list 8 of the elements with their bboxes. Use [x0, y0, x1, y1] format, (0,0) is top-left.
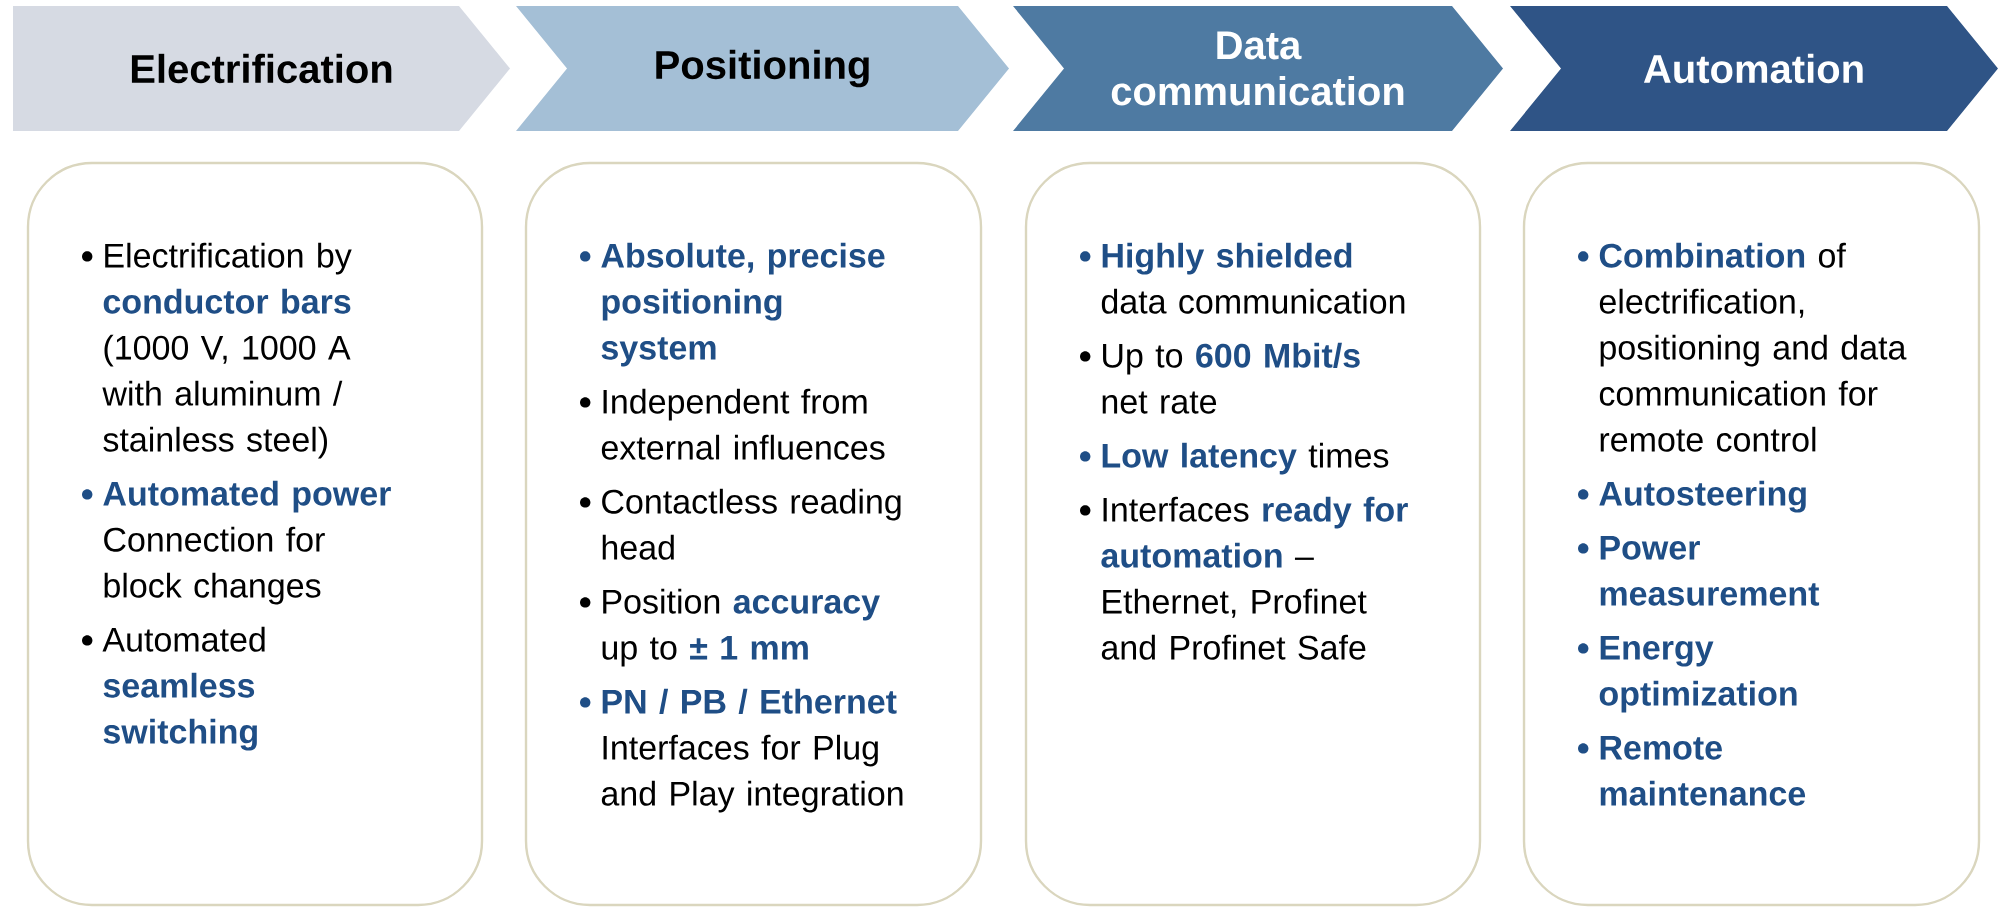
- chevron-step: Automation: [1510, 6, 1998, 131]
- chevron-step: Positioning: [516, 6, 1009, 131]
- chevron-step: Electrification: [13, 6, 510, 131]
- text-card: Highly shielded data communication Up to 600 Mbit/s net rate Low latency times Interfaces ready for automation – Ethernet, Profinet and Profinet Safe: [1024, 161, 1482, 907]
- chevron-step: Data communication: [1013, 6, 1503, 131]
- text-card: Absolute, precise positioning system Independent from external influences Contactless reading head Position accuracy up to ± 1 mm PN / PB / Ethernet Interfaces for Plug and Play integration: [524, 161, 983, 907]
- text-card: Combination of electrification, positioning and data communication for remote control Autosteering Power measurement Energy optimization Remote maintenance: [1522, 161, 1981, 907]
- text-card: Electrification by conductor bars (1000 V, 1000 A with aluminum / stainless steel) Automated power Connection for block changes Automated seamless switching: [26, 161, 484, 907]
